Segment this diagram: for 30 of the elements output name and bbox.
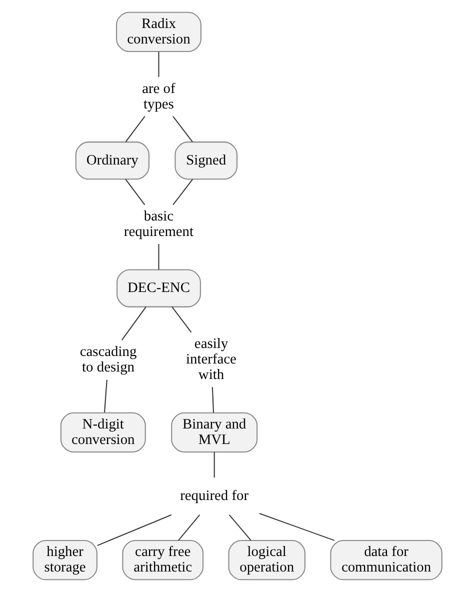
connector [104,380,107,412]
node-box: carry free arithmetic [122,540,204,580]
connector [172,116,192,142]
node-text: cascading to design [79,344,136,376]
connector [228,514,251,541]
node-text: easily interface with [186,336,236,384]
node-box: DEC-ENC [116,269,200,308]
connector [158,52,159,77]
node-box: logical operation [228,540,305,580]
node-box: data for communication [330,540,442,580]
node-box: N-digit conversion [60,412,146,452]
connector [213,452,214,478]
node-text: are of types [142,80,175,112]
connector [124,116,145,142]
connector [211,387,214,413]
connector [120,306,146,340]
connector [158,244,159,270]
node-box: Radix conversion [116,12,201,52]
connector [172,178,193,206]
connector [258,513,334,541]
node-text: required for [180,488,248,504]
node-text: basic requirement [123,208,194,240]
node-box: higher storage [32,540,97,580]
connector [178,514,200,541]
connector [171,306,192,333]
node-box: Signed [174,142,237,180]
node-box: Ordinary [74,142,149,180]
connector [124,178,145,206]
node-box: Binary and MVL [170,412,258,452]
connector [96,514,172,546]
